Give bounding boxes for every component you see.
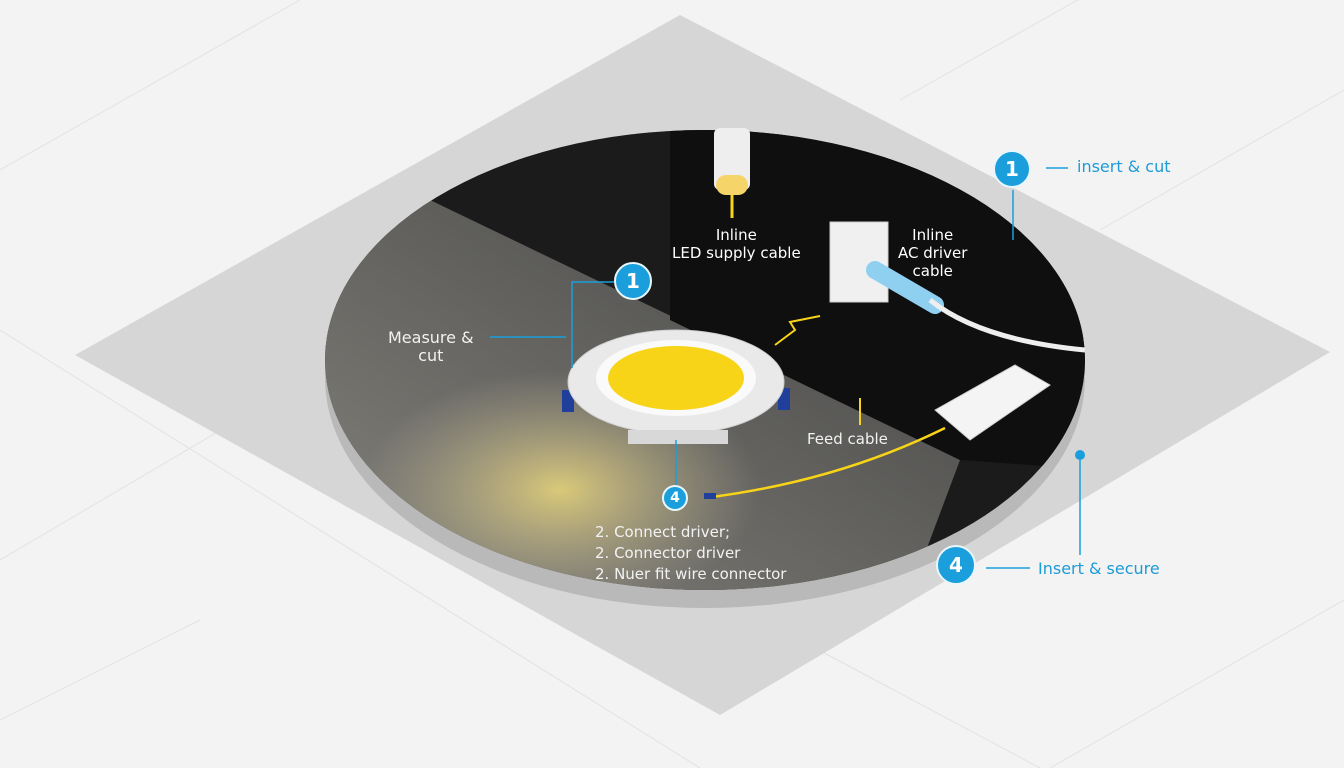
- driver-box: [704, 315, 1051, 499]
- step-item: 2. Nuer fit wire connector: [595, 565, 787, 583]
- led-supply-unit: [714, 128, 750, 218]
- label-ac-driver-cable: Inline AC driver cable: [898, 226, 967, 280]
- callout-lines: [490, 167, 1081, 569]
- label-line: Inline: [912, 226, 954, 244]
- step-item: 2. Connector driver: [595, 544, 741, 562]
- steps-list: 2. Connect driver; 2. Connector driver 2…: [595, 522, 786, 585]
- ac-driver-unit: [829, 221, 1086, 353]
- led-downlight: [562, 329, 790, 444]
- label-line: LED supply cable: [672, 244, 801, 262]
- label-line: cable: [912, 262, 953, 280]
- label-line: Measure &: [388, 328, 474, 347]
- label-insert-cut: insert & cut: [1077, 157, 1171, 176]
- label-led-supply-cable: Inline LED supply cable: [672, 226, 801, 262]
- label-feed-cable: Feed cable: [807, 430, 888, 448]
- step-item: 2. Connect driver;: [595, 523, 731, 541]
- label-line: AC driver: [898, 244, 968, 262]
- step-badge-lower: 4: [662, 485, 688, 511]
- step-badge-center: 1: [614, 262, 652, 300]
- step-badge-right: 4: [936, 545, 976, 585]
- step-badge-top-right: 1: [993, 150, 1031, 188]
- label-line: Inline: [715, 226, 757, 244]
- label-measure-cut: Measure & cut: [388, 329, 474, 365]
- label-line: cut: [418, 346, 444, 365]
- label-insert-secure: Insert & secure: [1038, 559, 1160, 578]
